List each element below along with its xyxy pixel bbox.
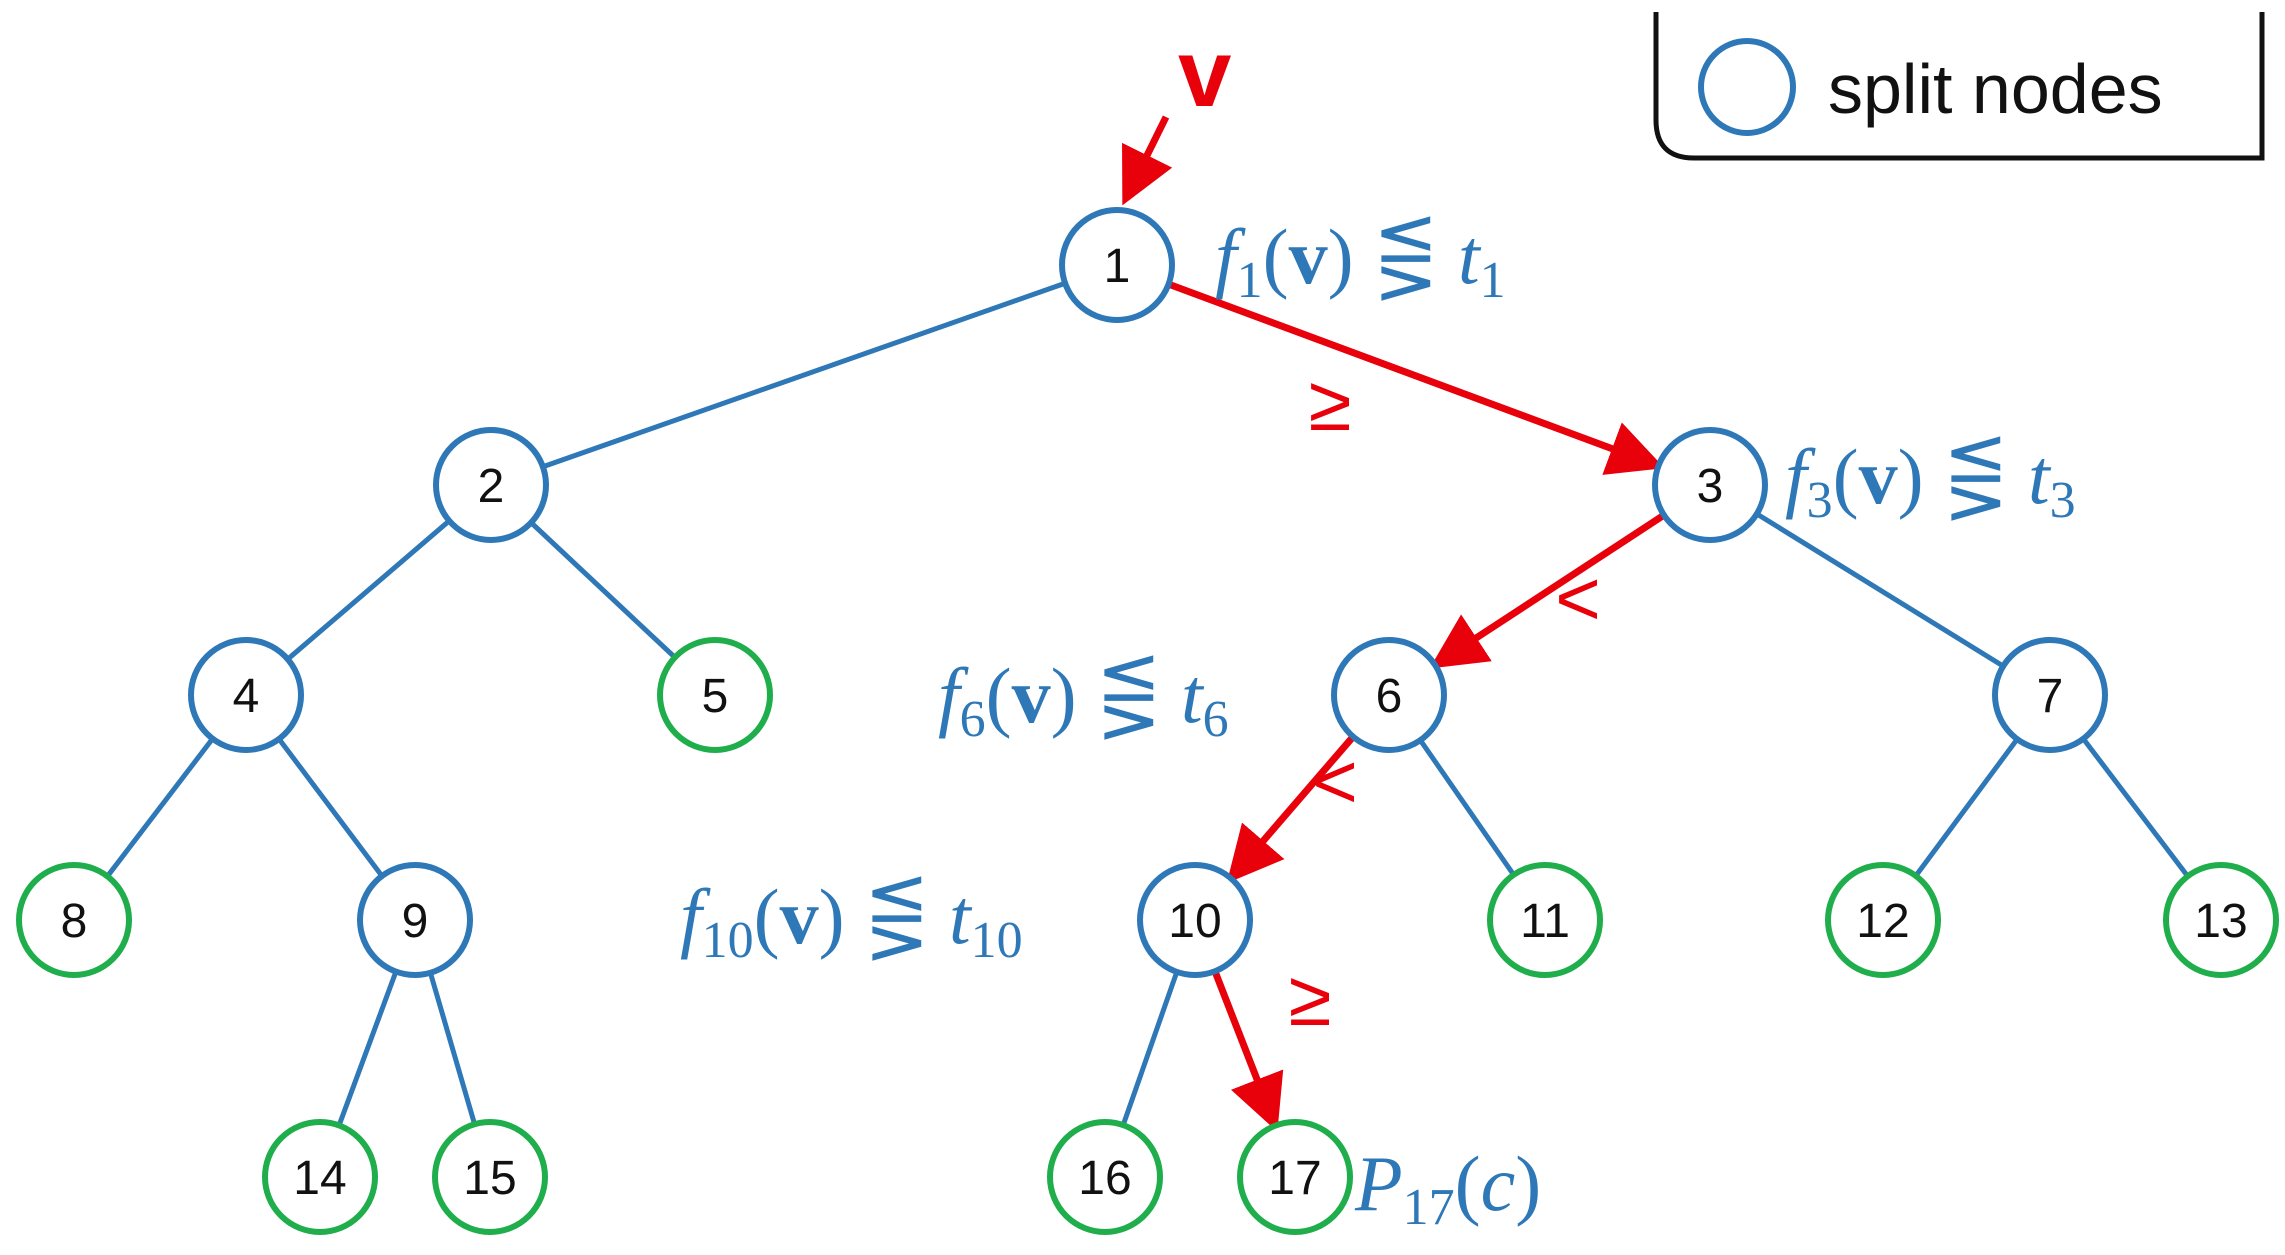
input-arrow: v <box>1122 20 1231 206</box>
branch-relation-10-17: ≥ <box>1289 954 1332 1042</box>
node-label: 3 <box>1697 460 1724 513</box>
node-label: 12 <box>1856 895 1909 948</box>
node-circle <box>1331 637 1447 753</box>
node-circle <box>1992 637 2108 753</box>
node-label: 2 <box>478 460 505 513</box>
split-node-6: 6 <box>1331 637 1447 753</box>
tree-edge-7-13 <box>2081 737 2190 878</box>
node-label: 6 <box>1376 670 1403 723</box>
edges-layer <box>105 280 2190 1132</box>
node-circle <box>1047 1119 1163 1235</box>
input-vector-label: v <box>1178 20 1231 127</box>
split-test-label-6: f6(v) ⋚ t6 <box>938 652 1229 748</box>
split-node-9: 9 <box>357 862 473 978</box>
tree-edge-7-12 <box>1913 737 2020 878</box>
node-label: 5 <box>702 670 729 723</box>
node-label: 15 <box>463 1152 516 1205</box>
tree-edge-1-2 <box>542 280 1066 470</box>
labels-layer: ≥ < < ≥ f1(v) ⋚ t1 f3(v) ⋚ t3 f6(v) ⋚ t6 f10(v)… <box>680 213 2076 1236</box>
tree-edge-2-4 <box>286 518 451 662</box>
node-circle <box>657 637 773 753</box>
node-label: 10 <box>1168 895 1221 948</box>
path-edge-3-6 <box>1429 512 1666 669</box>
leaf-node-8: 8 <box>16 862 132 978</box>
node-circle <box>16 862 132 978</box>
tree-edge-4-8 <box>105 737 215 878</box>
node-circle <box>1487 862 1603 978</box>
split-node-2: 2 <box>433 427 549 543</box>
leaf-node-17: 17 <box>1237 1119 1353 1235</box>
node-circle <box>1137 862 1253 978</box>
leaf-node-14: 14 <box>262 1119 378 1235</box>
branch-relation-6-10: < <box>1312 737 1358 825</box>
tree-edge-4-9 <box>277 737 384 878</box>
node-circle <box>1825 862 1941 978</box>
node-circle <box>357 862 473 978</box>
node-circle <box>1237 1119 1353 1235</box>
node-label: 4 <box>233 670 260 723</box>
leaf-node-12: 12 <box>1825 862 1941 978</box>
tree-edge-2-5 <box>529 520 677 660</box>
circle-icon <box>1698 38 1796 136</box>
split-test-label-1: f1(v) ⋚ t1 <box>1215 213 1506 309</box>
tree-edge-9-15 <box>428 972 477 1125</box>
split-test-label-3: f3(v) ⋚ t3 <box>1785 433 2076 529</box>
leaf-node-13: 13 <box>2163 862 2279 978</box>
leaf-node-5: 5 <box>657 637 773 753</box>
node-label: 16 <box>1078 1152 1131 1205</box>
leaf-node-16: 16 <box>1047 1119 1163 1235</box>
split-node-3: 3 <box>1652 427 1768 543</box>
legend: split nodes <box>1653 12 2265 161</box>
node-label: 14 <box>293 1152 346 1205</box>
branch-relation-3-6: < <box>1555 554 1601 642</box>
node-circle <box>433 427 549 543</box>
branch-relation-1-3: ≥ <box>1309 359 1352 447</box>
tree-edge-3-7 <box>1755 511 2005 669</box>
input-arrow-line <box>1122 115 1173 206</box>
node-label: 13 <box>2194 895 2247 948</box>
tree-edge-9-14 <box>336 970 399 1127</box>
leaf-node-11: 11 <box>1487 862 1603 978</box>
path-edge-6-10 <box>1226 734 1356 884</box>
legend-label: split nodes <box>1828 50 2163 128</box>
node-label: 11 <box>1520 895 1570 948</box>
node-circle <box>1059 207 1175 323</box>
split-node-7: 7 <box>1992 637 2108 753</box>
node-circle <box>2163 862 2279 978</box>
node-label: 9 <box>402 895 429 948</box>
tree-edge-10-16 <box>1120 971 1180 1126</box>
split-test-label-10: f10(v) ⋚ t10 <box>680 873 1023 969</box>
node-label: 17 <box>1268 1152 1321 1205</box>
legend-frame <box>1653 12 2265 161</box>
node-circle <box>262 1119 378 1235</box>
tree-edge-6-11 <box>1418 738 1516 877</box>
path-edge-1-3 <box>1167 280 1665 475</box>
node-label: 8 <box>61 895 88 948</box>
node-circle <box>432 1119 548 1235</box>
split-node-10: 10 <box>1137 862 1253 978</box>
leaf-distribution-label: P17(c) <box>1354 1140 1541 1236</box>
node-circle <box>1652 427 1768 543</box>
split-node-4: 4 <box>188 637 304 753</box>
node-label: 1 <box>1104 240 1131 293</box>
split-node-1: 1 <box>1059 207 1175 323</box>
node-label: 7 <box>2037 670 2064 723</box>
path-edge-10-17 <box>1211 969 1284 1132</box>
leaf-node-15: 15 <box>432 1119 548 1235</box>
node-circle <box>188 637 304 753</box>
